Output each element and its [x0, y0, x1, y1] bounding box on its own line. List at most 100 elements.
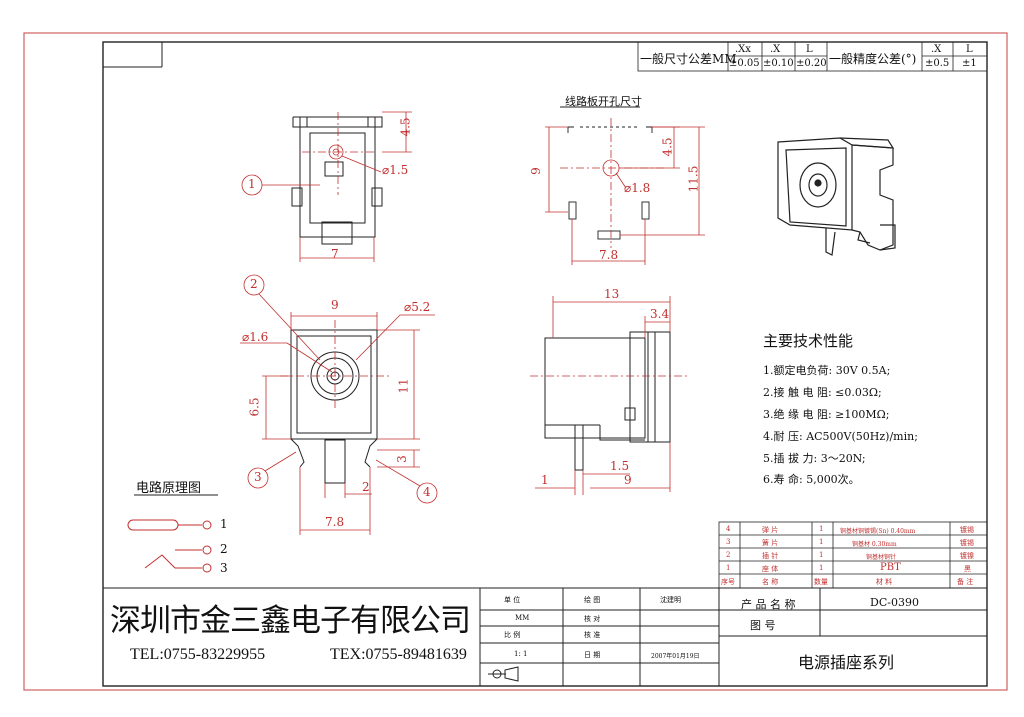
dim-side-length: 13 [604, 287, 620, 301]
spec-item-2: 2.接 触 电 阻: ≤0.03Ω; [763, 386, 882, 399]
ang-val-x: ±0.5 [925, 58, 950, 69]
pcb-title: 线路板开孔尺寸 [565, 95, 642, 108]
date-label: 日 期 [584, 651, 601, 659]
bom-r2-qty: 1 [819, 551, 824, 559]
dim-front-pin: ⌀1.6 [242, 330, 269, 344]
top-view [291, 116, 383, 245]
draw-label: 绘 图 [584, 596, 601, 604]
dim-pcb-hole: ⌀1.8 [624, 181, 651, 195]
company-fax: TEX:0755-89481639 [330, 646, 467, 663]
bom-r3-remark: 黑 [964, 565, 971, 573]
angular-tolerance-label: 一般精度公差(°) [829, 52, 917, 66]
dim-side-front: 3.4 [650, 307, 670, 321]
dim-side-pin: 1.5 [610, 459, 630, 473]
bom-r2-no: 2 [726, 551, 731, 559]
bom-r3-material: PBT [880, 562, 901, 573]
bom-r3-no: 1 [726, 564, 731, 572]
side-view [544, 331, 671, 471]
dim-front-pins: 3 [394, 455, 409, 463]
dim-side-pin-w: 1 [541, 473, 549, 487]
bom-r1-no: 3 [726, 538, 731, 546]
circuit-schematic [127, 494, 218, 573]
bom-r0-qty: 1 [819, 525, 824, 533]
linear-tolerance-label: 一般尺寸公差MM [640, 52, 737, 66]
dim-pcb-width: 7.8 [599, 248, 619, 262]
tol-val-xx: ±0.05 [729, 58, 760, 69]
scale-value: 1: 1 [514, 650, 528, 658]
ang-head-l: L [966, 44, 973, 55]
approve-label: 核 准 [584, 631, 601, 639]
dim-pcb-top: 4.5 [660, 137, 675, 157]
ang-head-x: .X [931, 44, 942, 55]
spec-item-6: 6.寿 命: 5,000次。 [763, 473, 860, 486]
dim-front-pin-gap: 2 [362, 480, 370, 494]
bom-r3-qty: 1 [819, 564, 824, 572]
dim-pcb-height: 9 [528, 167, 543, 175]
check-label: 核 对 [584, 615, 601, 623]
tol-head-x: .X [770, 44, 781, 55]
bom-r0-material: 铜基材铜镀锡(Sn) 0.40mm [840, 528, 916, 535]
spec-item-1: 1.额定电负荷: 30V 0.5A; [763, 364, 891, 377]
dim-side-pin-span: 9 [624, 473, 632, 487]
dim-top-height: 4.5 [398, 117, 413, 137]
side-view-dims [530, 296, 690, 495]
bom-head-material: 材 料 [876, 578, 893, 586]
date-value: 2007年01月19日 [651, 653, 700, 660]
circuit-title: 电路原理图 [136, 481, 202, 496]
front-view-dims [240, 274, 438, 535]
dim-front-height: 11 [396, 378, 411, 394]
spec-item-4: 4.耐 压: AC500V(50Hz)/min; [763, 430, 918, 443]
top-view-dims [241, 111, 412, 262]
bom-r1-material: 铜基材 0.30mm [852, 541, 897, 548]
outer-frame [23, 32, 1008, 691]
series-title: 电源插座系列 [798, 653, 895, 672]
front-view [290, 329, 378, 484]
bom-head-no: 序号 [721, 578, 735, 586]
bom-r0-remark: 镀锡 [960, 526, 974, 534]
bom-head-remark: 备 注 [957, 578, 974, 586]
bom-r1-qty: 1 [819, 538, 824, 546]
spec-item-3: 3.绝 缘 电 阻: ≥100MΩ; [763, 408, 890, 421]
bom-r1-name: 簧 片 [762, 539, 779, 547]
dim-top-width: 7 [331, 247, 339, 261]
spec-item-5: 5.插 拔 力: 3～20N; [763, 452, 866, 465]
circuit-pin-3: 3 [220, 561, 228, 575]
product-name: DC-0390 [870, 596, 919, 609]
circuit-pin-2: 2 [220, 542, 228, 556]
bom-r2-name: 插 针 [762, 552, 779, 560]
dim-front-outer: ⌀5.2 [404, 300, 431, 314]
bom-table [718, 521, 988, 589]
bom-r2-material: 铜基材铜针 [866, 554, 897, 561]
tol-val-l: ±0.20 [796, 58, 827, 69]
dim-pcb-total: 11.5 [686, 165, 701, 193]
projection-symbol [488, 666, 519, 682]
bom-head-name: 名 称 [762, 578, 779, 586]
scale-label: 比 例 [504, 631, 521, 639]
bom-r0-no: 4 [726, 525, 731, 533]
bom-r2-remark: 镀镍 [960, 552, 974, 560]
callout-3: 3 [254, 470, 262, 484]
callout-2: 2 [250, 277, 258, 291]
bom-head-qty: 数量 [814, 578, 828, 586]
tol-head-l: L [806, 44, 813, 55]
dim-front-bottom: 7.8 [325, 515, 345, 529]
iso-illustration [777, 137, 896, 256]
company-name: 深圳市金三鑫电子有限公司 [110, 603, 471, 639]
product-name-label: 产 品 名 称 [741, 598, 796, 611]
dim-front-width: 9 [331, 298, 339, 312]
specs-title: 主要技术性能 [763, 332, 854, 350]
unit-label: 单 位 [504, 596, 521, 604]
callout-1: 1 [248, 177, 256, 191]
inner-frame [102, 41, 988, 687]
tol-val-x: ±0.10 [763, 58, 794, 69]
drawer-name: 沈建明 [660, 596, 681, 604]
ang-val-l: ±1 [962, 58, 977, 69]
callout-4: 4 [423, 485, 431, 499]
company-tel: TEL:0755-83229955 [130, 646, 266, 663]
unit-value: MM [515, 614, 530, 622]
title-block [103, 587, 987, 686]
bom-r3-name: 座 体 [762, 565, 779, 573]
tolerance-table [637, 41, 988, 72]
